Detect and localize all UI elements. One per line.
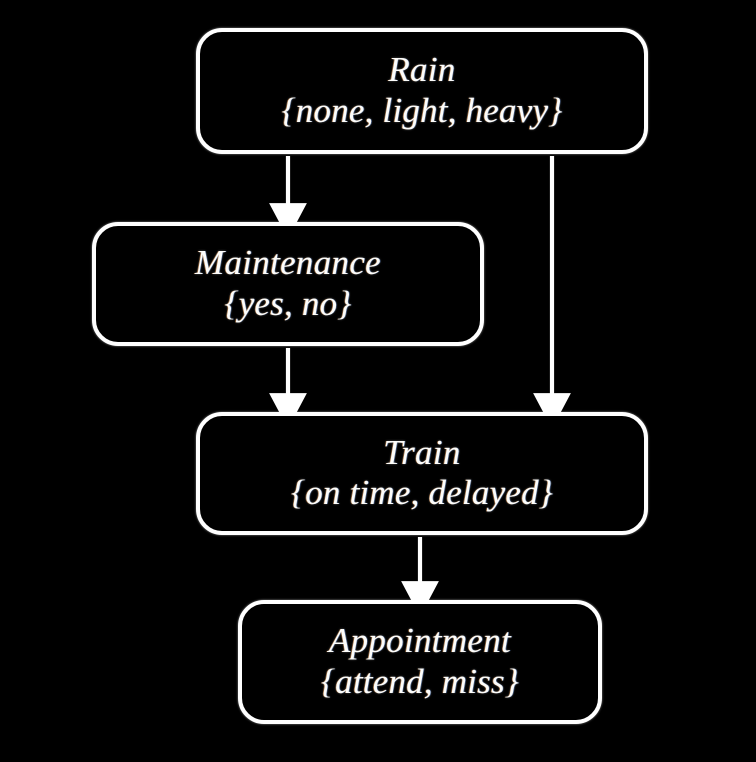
- node-maintenance-label: Maintenance: [194, 243, 381, 283]
- node-rain-label: Rain: [388, 50, 456, 90]
- node-appointment-label: Appointment: [328, 621, 512, 661]
- node-train-label: Train: [383, 432, 461, 472]
- node-maintenance-states: {yes, no}: [224, 283, 352, 323]
- node-appointment-states: {attend, miss}: [320, 661, 520, 701]
- node-appointment[interactable]: Appointment {attend, miss}: [238, 600, 602, 724]
- node-maintenance[interactable]: Maintenance {yes, no}: [92, 222, 484, 346]
- node-train-states: {on time, delayed}: [291, 473, 553, 513]
- node-rain[interactable]: Rain {none, light, heavy}: [196, 28, 648, 154]
- node-train[interactable]: Train {on time, delayed}: [196, 412, 648, 535]
- node-rain-states: {none, light, heavy}: [281, 90, 563, 130]
